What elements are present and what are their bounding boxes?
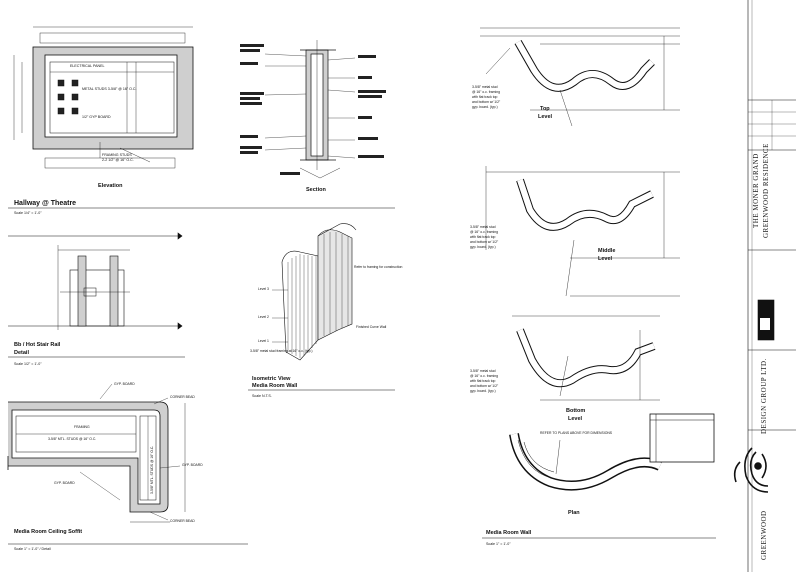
iso-title: Isometric View xyxy=(252,376,291,382)
ceiling-label-corner: CORNER BEAD xyxy=(170,395,195,399)
iso-top-note: Refer to framing for construction xyxy=(354,265,403,269)
elevation-label-bottom-a: FRAMING STUDS xyxy=(102,153,132,157)
isometric-view xyxy=(272,223,357,361)
ceiling-label-framing: FRAMING xyxy=(74,425,90,429)
middle-stud-note: 3-5/8" metal stud @ 16" o.c. framing wit… xyxy=(470,225,499,249)
iso-scale: Scale N.T.S. xyxy=(252,394,272,398)
ceiling-label-gyp-top: GYP. BOARD xyxy=(114,382,135,386)
section-annotations xyxy=(240,44,386,175)
middle-level-plan xyxy=(485,166,680,297)
ceiling-label-corner-low: CORNER BEAD xyxy=(170,519,195,523)
top-level-label-line1: Top xyxy=(540,106,550,112)
media-wall-title: Media Room Wall xyxy=(486,530,532,536)
project-name-line2: GREENWOOD RESIDENCE xyxy=(762,143,770,238)
ceiling-label-studs: 3-5/8" MTL. STUDS @ 16" O.C. xyxy=(48,437,96,441)
project-name-line1: THE MONER GRAND xyxy=(752,153,760,228)
elevation-title: Elevation xyxy=(98,183,123,189)
ceiling-title: Media Room Ceiling Soffit xyxy=(14,529,82,535)
ceiling-label-gyp-low: GYP. BOARD xyxy=(54,481,75,485)
iso-level-3: Level 3 xyxy=(258,287,269,291)
bottom-level-label: Bottom Level xyxy=(566,408,587,422)
bottom-stud-note: 3-5/8" metal stud @ 16" o.c. framing wit… xyxy=(470,369,499,393)
company-name: DESIGN GROUP LTD. xyxy=(760,358,768,434)
iso-level-2: Level 2 xyxy=(258,315,269,319)
plan-note: REFER TO PLANS ABOVE FOR DIMENSIONS xyxy=(540,431,613,435)
hallway-title: Hallway @ Theatre xyxy=(14,200,76,207)
title-block xyxy=(747,0,796,572)
brand-name: GREENWOOD xyxy=(760,510,768,560)
top-level-plan xyxy=(480,27,680,127)
top-level-label: Top Level xyxy=(538,106,553,120)
iso-level-1: Level 1 xyxy=(258,339,269,343)
bottom-level-plan xyxy=(512,315,660,401)
iso-bottom-note: 3-5/8" metal stud framing at 16" o.c. (t… xyxy=(250,349,313,353)
middle-level-label: Middle Level xyxy=(598,248,617,262)
hallway-scale: Scale 1/4" = 1'-0" xyxy=(14,211,42,215)
half-wall-subtitle: Detail xyxy=(14,350,29,356)
top-level-label-line2: Level xyxy=(538,114,553,120)
section-view xyxy=(264,40,356,179)
iso-right-note: Finished Curve Wall xyxy=(356,325,386,329)
plan-label: Plan xyxy=(568,510,580,516)
elevation-label-lower: 1/2" GYP BOARD xyxy=(82,115,111,119)
ceiling-label-vertical: 3-5/8" MTL. STUDS @ 16" O.C. xyxy=(150,446,154,494)
media-wall-scale: Scale 1" = 1'-0" xyxy=(486,542,511,546)
ceiling-soffit-detail xyxy=(7,383,186,523)
top-stud-note: 3-5/8" metal stud @ 16" o.c. framing wit… xyxy=(472,85,501,109)
iso-subtitle: Media Room Wall xyxy=(252,383,298,389)
elevation-label-top: ELECTRICAL PANEL xyxy=(70,64,105,68)
section-title: Section xyxy=(306,187,327,193)
elevation-label-bottom-b: 2-2 1/2" @ 16" O.C. xyxy=(102,158,134,162)
half-wall-scale: Scale 1/2" = 1'-0" xyxy=(14,362,42,366)
half-wall-title: Bb / Hot Stair Rail xyxy=(14,342,61,348)
elevation-label-mid: METAL STUDS 3-5/8" @ 16" O.C. xyxy=(82,87,137,91)
greenwood-logo xyxy=(733,447,769,493)
ceiling-scale: Scale 1" = 1'-0" / Detail xyxy=(14,547,51,551)
elevation-view xyxy=(13,26,194,169)
half-wall-detail xyxy=(8,232,183,330)
media-wall-plan xyxy=(509,413,715,491)
ceiling-label-gyp-side: GYP. BOARD xyxy=(182,463,203,467)
